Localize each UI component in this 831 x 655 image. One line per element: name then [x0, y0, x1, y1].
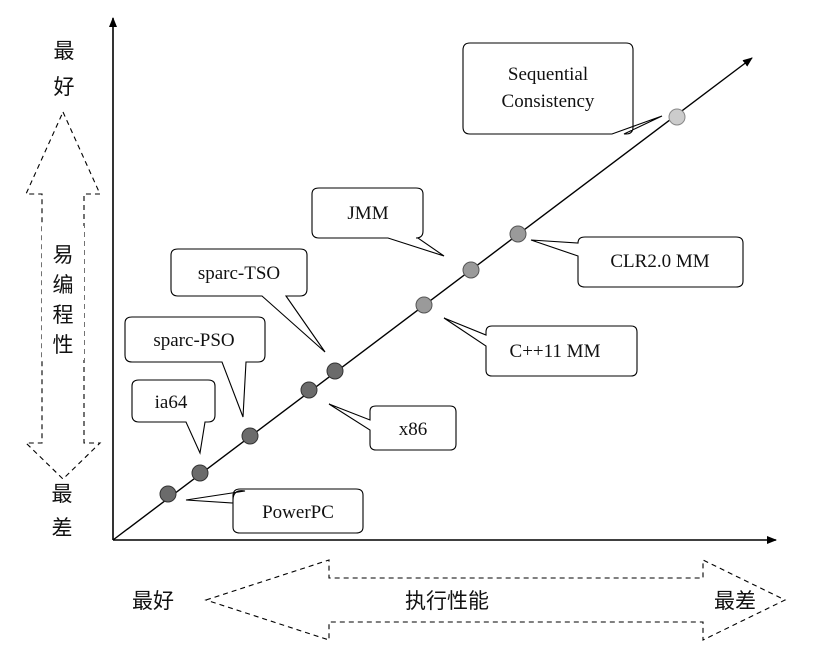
dot-x86 — [300, 381, 318, 399]
dot-powerpc — [159, 485, 177, 503]
label-x86: x86 — [399, 419, 428, 440]
dot-sparc-tso — [326, 362, 344, 380]
label-ia64: ia64 — [155, 392, 188, 413]
label-cpp11: C++11 MM — [510, 341, 601, 362]
dot-ia64 — [191, 464, 209, 482]
trend-line — [112, 57, 753, 541]
x-left-label: 最好 — [132, 589, 174, 613]
callout-ia64: ia64 — [131, 379, 216, 455]
label-sparc-pso: sparc-PSO — [153, 330, 234, 351]
callout-powerpc: PowerPC — [185, 488, 364, 534]
x-right-label: 最差 — [714, 589, 756, 613]
y-bottom-label-1: 最 — [52, 482, 73, 506]
y-mid-label-4: 性 — [53, 333, 74, 357]
callout-clr: CLR2.0 MM — [530, 236, 744, 288]
y-top-label-2: 好 — [54, 75, 75, 99]
label-powerpc: PowerPC — [262, 502, 334, 523]
dot-sequential-consistency — [668, 108, 686, 126]
callout-jmm: JMM — [311, 187, 445, 257]
x-middle-label: 执行性能 — [405, 589, 489, 613]
label-sc-line1: Sequential — [508, 64, 588, 85]
dot-sparc-pso — [241, 427, 259, 445]
callout-x86: x86 — [328, 403, 457, 451]
callout-cpp11: C++11 MM — [443, 317, 638, 377]
dot-cpp11 — [415, 296, 433, 314]
performance-arrow — [204, 559, 787, 641]
y-mid-label-3: 程 — [53, 303, 74, 327]
y-mid-label-2: 编 — [53, 273, 74, 297]
label-jmm: JMM — [347, 203, 388, 224]
y-mid-label-1: 易 — [53, 243, 74, 267]
y-bottom-label-2: 差 — [52, 516, 73, 540]
callout-sparc-tso: sparc-TSO — [170, 248, 326, 353]
label-sc-line2: Consistency — [502, 91, 595, 112]
callout-sequential-consistency: Sequential Consistency — [462, 42, 663, 135]
programmability-arrow — [24, 110, 102, 480]
dot-clr — [509, 225, 527, 243]
y-top-label-1: 最 — [54, 39, 75, 63]
label-sparc-tso: sparc-TSO — [198, 263, 280, 284]
programmability-label-bg — [42, 226, 84, 360]
dot-jmm — [462, 261, 480, 279]
label-clr: CLR2.0 MM — [610, 251, 709, 272]
callout-sparc-pso: sparc-PSO — [124, 316, 266, 418]
